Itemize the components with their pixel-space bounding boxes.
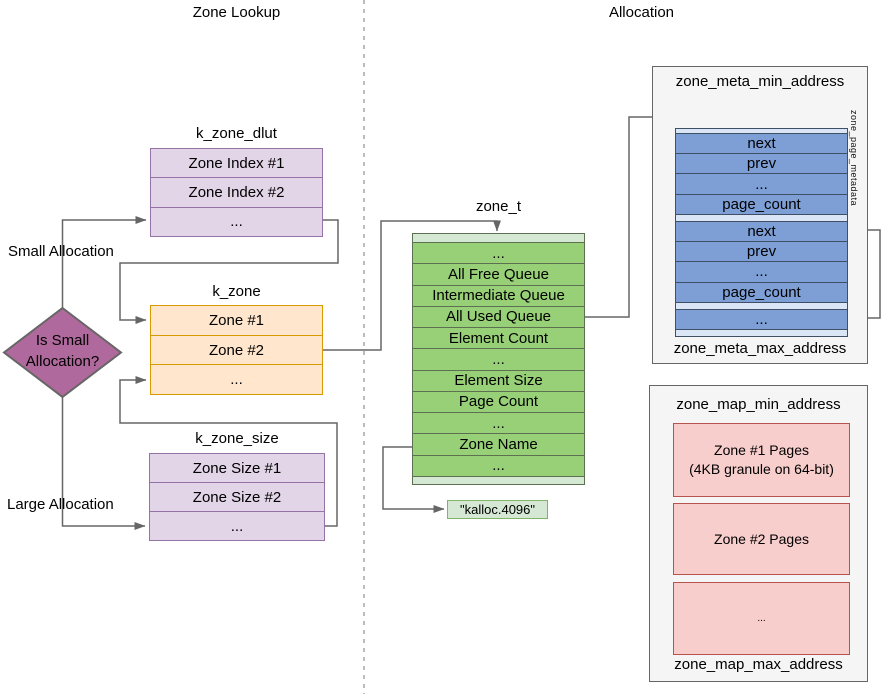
truncated-strip: [413, 475, 584, 484]
k-zone-dlut-title: k_zone_dlut: [196, 125, 277, 142]
connector-zone2-to-zonet: [323, 220, 501, 351]
table-row: ...: [676, 173, 847, 193]
page-box-line: (4KB granule on 64-bit): [689, 461, 834, 477]
table-row: Intermediate Queue: [413, 284, 584, 306]
table-row: prev: [676, 241, 847, 261]
decision-line-1: Is Small: [35, 332, 90, 349]
section-title-zone-lookup: Zone Lookup: [192, 4, 281, 21]
table-row: ...: [150, 511, 324, 540]
connector-kzonesize-to-kzone: [119, 376, 338, 527]
zone-name-value-box: "kalloc.4096": [447, 500, 548, 519]
table-row: Page Count: [413, 390, 584, 412]
table-row: next: [676, 220, 847, 241]
table-row: ...: [413, 348, 584, 369]
table-row: All Free Queue: [413, 263, 584, 284]
table-row: Zone Size #1: [192, 459, 282, 477]
table-row: Zone #1: [208, 311, 265, 329]
zone-page-metadata-side-label: zone_page_metadata: [849, 110, 859, 207]
k-zone-title: k_zone: [212, 283, 261, 300]
table-row: ...: [413, 412, 584, 433]
page-box-line: Zone #2 Pages: [714, 530, 809, 547]
small-allocation-label: Small Allocation: [8, 243, 114, 260]
decision-diamond: [2, 306, 123, 399]
metadata-separator: [676, 301, 847, 309]
table-row: ...: [151, 206, 322, 236]
table-row: Zone Name: [413, 433, 584, 454]
zone-page-metadata-table: next prev ... page_count next prev ... p…: [675, 128, 848, 337]
zone-meta-max-address-label: zone_meta_max_address: [673, 340, 847, 357]
zone-t-title: zone_t: [475, 198, 522, 215]
table-row: page_count: [676, 193, 847, 214]
table-row: All Used Queue: [413, 305, 584, 327]
truncated-strip: [413, 234, 584, 242]
k-zone-size-title: k_zone_size: [195, 430, 279, 447]
zone-map-min-address-label: zone_map_min_address: [676, 396, 841, 413]
table-row: ...: [676, 261, 847, 281]
table-row: ...: [413, 454, 584, 476]
table-row: next: [676, 133, 847, 153]
table-row: ...: [413, 242, 584, 263]
table-row: page_count: [676, 281, 847, 302]
page-box-line: ...: [757, 613, 766, 624]
k-zone-table: Zone #1 Zone #2 ...: [150, 305, 323, 395]
zone-t-table: ... All Free Queue Intermediate Queue Al…: [412, 233, 585, 485]
metadata-separator: [676, 213, 847, 221]
zone-1-pages-box: Zone #1 Pages (4KB granule on 64-bit): [673, 423, 850, 497]
k-zone-dlut-table: Zone Index #1 Zone Index #2 ...: [150, 148, 323, 237]
table-row: ...: [676, 308, 847, 329]
table-row: Zone Index #1: [188, 154, 285, 172]
connector-dlut-to-kzone: [119, 219, 339, 324]
truncated-strip: [676, 328, 847, 336]
truncated-strip: [676, 129, 847, 133]
table-row: Zone Index #2: [151, 177, 322, 206]
decision-line-2: Allocation?: [25, 353, 100, 370]
page-box-line: Zone #1 Pages: [714, 442, 809, 458]
table-row: ...: [151, 364, 322, 394]
table-row: prev: [676, 153, 847, 173]
zone-2-pages-box: Zone #2 Pages: [673, 503, 850, 575]
decision-diamond-label: Is Small Allocation?: [12, 330, 113, 372]
connector-small-to-dlut: [61, 216, 147, 308]
table-row: Element Count: [413, 327, 584, 348]
connector-zonename-to-kalloc: [382, 446, 445, 513]
table-row: Element Size: [413, 369, 584, 391]
zone-meta-min-address-label: zone_meta_min_address: [675, 73, 845, 90]
connector-large-to-kzonesize: [61, 397, 146, 530]
large-allocation-label: Large Allocation: [7, 496, 114, 513]
table-row: Zone Size #2: [150, 482, 324, 511]
table-row: Zone #2: [151, 334, 322, 365]
k-zone-size-table: Zone Size #1 Zone Size #2 ...: [149, 453, 325, 541]
zone-map-max-address-label: zone_map_max_address: [674, 656, 843, 673]
section-title-allocation: Allocation: [608, 4, 675, 21]
more-pages-box: ...: [673, 582, 850, 655]
